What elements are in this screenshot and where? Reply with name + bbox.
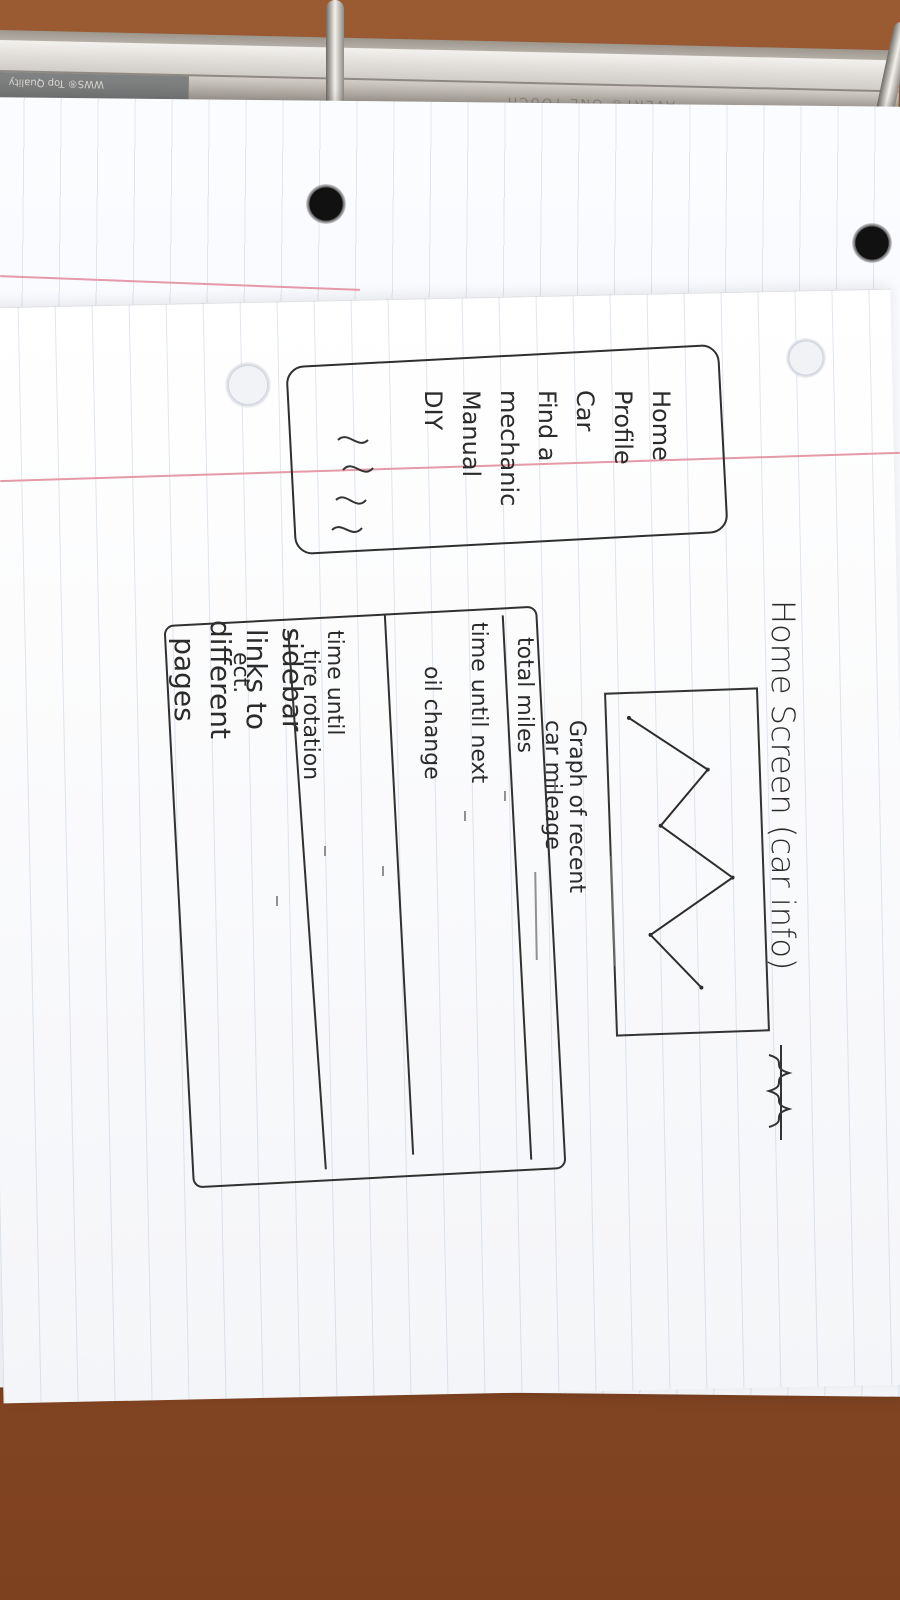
stat-value-placeholder [276,896,278,906]
stat-tire-rotation: tire rotation [298,650,323,781]
punch-hole-left [306,184,346,224]
stat-etc: ect. [228,652,253,694]
mileage-graph [604,687,770,1037]
stat-next-oil-change: time until next [466,622,491,784]
punch-hole-right [852,223,892,263]
sidebar-item-car[interactable]: Car [571,390,599,432]
graph-axis-scribble [765,1045,793,1140]
punch-hole-paper-left [225,362,271,408]
graph-caption-line-1: Graph of recent [564,720,589,893]
mileage-point-5 [648,932,653,937]
stat-time-until: time until [322,630,347,736]
stat-oil-change: oil change [419,666,444,780]
sidebar-item-find-a[interactable]: Find a [533,390,561,462]
stat-value-placeholder [554,781,556,791]
sidebar-item-mechanic[interactable]: mechanic [495,390,523,507]
stat-total-miles: total miles [512,637,537,753]
mileage-point-6 [699,985,704,990]
mileage-point-2 [705,767,710,772]
sidebar-item-home[interactable]: Home [647,390,675,461]
stat-value-placeholder [324,846,326,856]
wireframe-sketch: Home Screen (car info) Home Profile Car … [60,330,860,1230]
stat-value-placeholder [504,791,506,801]
punch-hole-paper-top [786,338,826,378]
binder-corner-text: WWS® Top Quality [8,76,105,90]
mileage-chart-svg [626,715,735,990]
mileage-point-3 [658,823,663,828]
sidebar-placeholder-scribbles [331,436,374,533]
sidebar-item-profile[interactable]: Profile [609,390,637,465]
stat-value-placeholder [464,811,466,821]
mileage-line [628,717,735,989]
page-title: Home Screen (car info) [764,600,802,971]
mileage-point-1 [626,715,631,720]
stat-value-placeholder [382,866,384,876]
mileage-point-4 [730,875,735,880]
